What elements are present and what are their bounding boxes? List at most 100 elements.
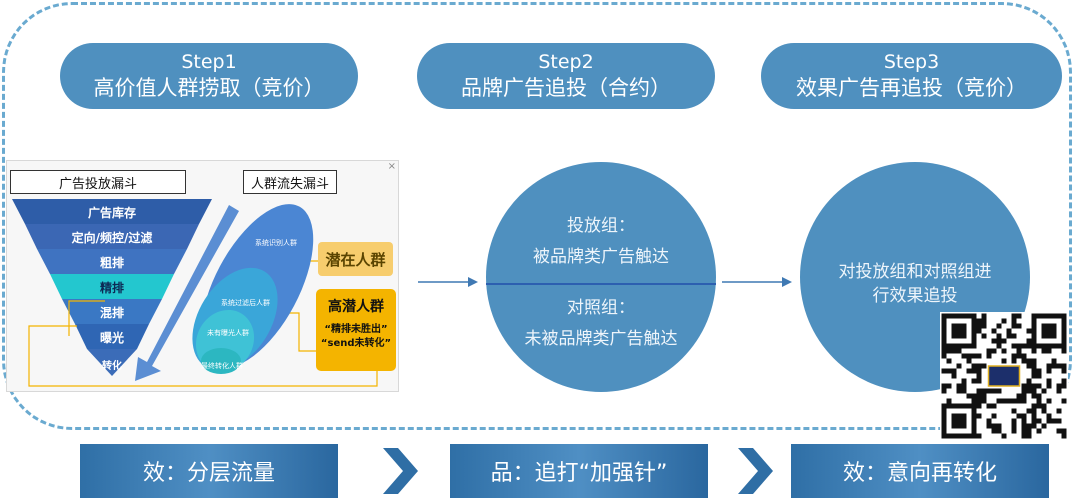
high-potential-line2: “send未转化” xyxy=(320,337,392,349)
qr-module xyxy=(971,333,977,339)
qr-module xyxy=(966,433,972,439)
qr-module xyxy=(1016,413,1022,419)
high-potential-tag: 高潜人群 “精排未胜出” “send未转化” xyxy=(316,289,396,371)
funnel-layer-6 xyxy=(75,324,149,349)
qr-module xyxy=(971,403,977,409)
qr-module xyxy=(1041,423,1047,429)
qr-module xyxy=(971,433,977,439)
qr-module xyxy=(1026,428,1032,434)
qr-module xyxy=(1011,398,1017,404)
qr-module xyxy=(941,383,947,389)
qr-module xyxy=(941,338,947,344)
funnel-panel: 广告投放漏斗 人群流失漏斗 × 广告库存 定向/频控/过滤 粗排 精排 混排 曝… xyxy=(6,160,399,392)
qr-module xyxy=(1036,343,1042,349)
qr-module xyxy=(1001,348,1007,354)
qr-module xyxy=(961,328,967,334)
qr-module xyxy=(1036,393,1042,399)
qr-module xyxy=(1001,433,1007,439)
funnel-layer-3 xyxy=(37,249,187,274)
qr-module xyxy=(1001,338,1007,344)
qr-module xyxy=(956,343,962,349)
qr-module xyxy=(1046,383,1052,389)
qr-module xyxy=(981,318,987,324)
qr-module xyxy=(961,323,967,329)
qr-module xyxy=(1026,388,1032,394)
qr-module xyxy=(1051,418,1057,424)
qr-module xyxy=(976,353,982,359)
qr-module xyxy=(951,323,957,329)
qr-module xyxy=(956,413,962,419)
qr-module xyxy=(956,388,962,394)
qr-module xyxy=(946,358,952,364)
qr-module xyxy=(961,423,967,429)
oval-label-4: 最终转化人群 xyxy=(201,362,243,370)
qr-module xyxy=(1061,343,1067,349)
qr-module xyxy=(941,353,947,359)
qr-module xyxy=(941,433,947,439)
qr-module xyxy=(941,413,947,419)
ad-funnel-title: 广告投放漏斗 xyxy=(10,170,186,194)
qr-module xyxy=(1061,363,1067,369)
qr-module xyxy=(1011,333,1017,339)
qr-module xyxy=(941,313,947,319)
step3-subtitle: 效果广告再追投（竞价） xyxy=(796,75,1027,100)
oval-label-3: 未有曝光人群 xyxy=(207,329,249,337)
qr-module xyxy=(956,323,962,329)
qr-module xyxy=(941,348,947,354)
qr-module xyxy=(976,398,982,404)
qr-module xyxy=(1011,318,1017,324)
qr-module xyxy=(1031,343,1037,349)
qr-module xyxy=(941,428,947,434)
qr-module xyxy=(1036,428,1042,434)
funnel-layer-label-3: 粗排 xyxy=(99,256,124,270)
qr-module xyxy=(966,313,972,319)
qr-module xyxy=(976,323,982,329)
qr-module xyxy=(1021,383,1027,389)
qr-module xyxy=(1026,363,1032,369)
qr-module xyxy=(971,323,977,329)
qr-module xyxy=(946,343,952,349)
qr-module xyxy=(1051,313,1057,319)
qr-module xyxy=(971,318,977,324)
qr-module xyxy=(1026,358,1032,364)
qr-module xyxy=(1011,423,1017,429)
qr-module xyxy=(956,348,962,354)
qr-module xyxy=(971,378,977,384)
retargeting-line1: 对投放组和对照组进 xyxy=(838,262,992,282)
qr-module xyxy=(1021,388,1027,394)
oval-label-1: 系统识别人群 xyxy=(255,239,297,247)
qr-module xyxy=(1011,343,1017,349)
qr-module xyxy=(1031,333,1037,339)
qr-module xyxy=(956,383,962,389)
qr-module xyxy=(941,418,947,424)
qr-module xyxy=(1046,313,1052,319)
qr-module xyxy=(1036,368,1042,374)
qr-module xyxy=(966,368,972,374)
qr-module xyxy=(1041,328,1047,334)
qr-module xyxy=(941,333,947,339)
launch-group-label: 投放组： xyxy=(567,216,635,236)
qr-module xyxy=(946,398,952,404)
qr-module xyxy=(1056,408,1062,414)
bottom-box-3: 效：意向再转化 xyxy=(791,444,1049,498)
qr-module xyxy=(971,328,977,334)
qr-module xyxy=(976,388,982,394)
qr-module xyxy=(996,398,1002,404)
qr-module xyxy=(996,423,1002,429)
qr-module xyxy=(1006,398,1012,404)
step1-pill: Step1 高价值人群捞取（竞价） xyxy=(60,43,358,109)
qr-module xyxy=(971,343,977,349)
qr-module xyxy=(1021,358,1027,364)
qr-module xyxy=(1026,423,1032,429)
qr-module xyxy=(976,363,982,369)
qr-module xyxy=(981,393,987,399)
qr-module xyxy=(976,328,982,334)
potential-crowd-tag: 潜在人群 xyxy=(318,242,393,276)
qr-module xyxy=(1036,418,1042,424)
qr-module xyxy=(951,348,957,354)
qr-module xyxy=(951,418,957,424)
qr-module xyxy=(1021,433,1027,439)
qr-module xyxy=(966,358,972,364)
qr-module xyxy=(1061,398,1067,404)
qr-module xyxy=(961,313,967,319)
